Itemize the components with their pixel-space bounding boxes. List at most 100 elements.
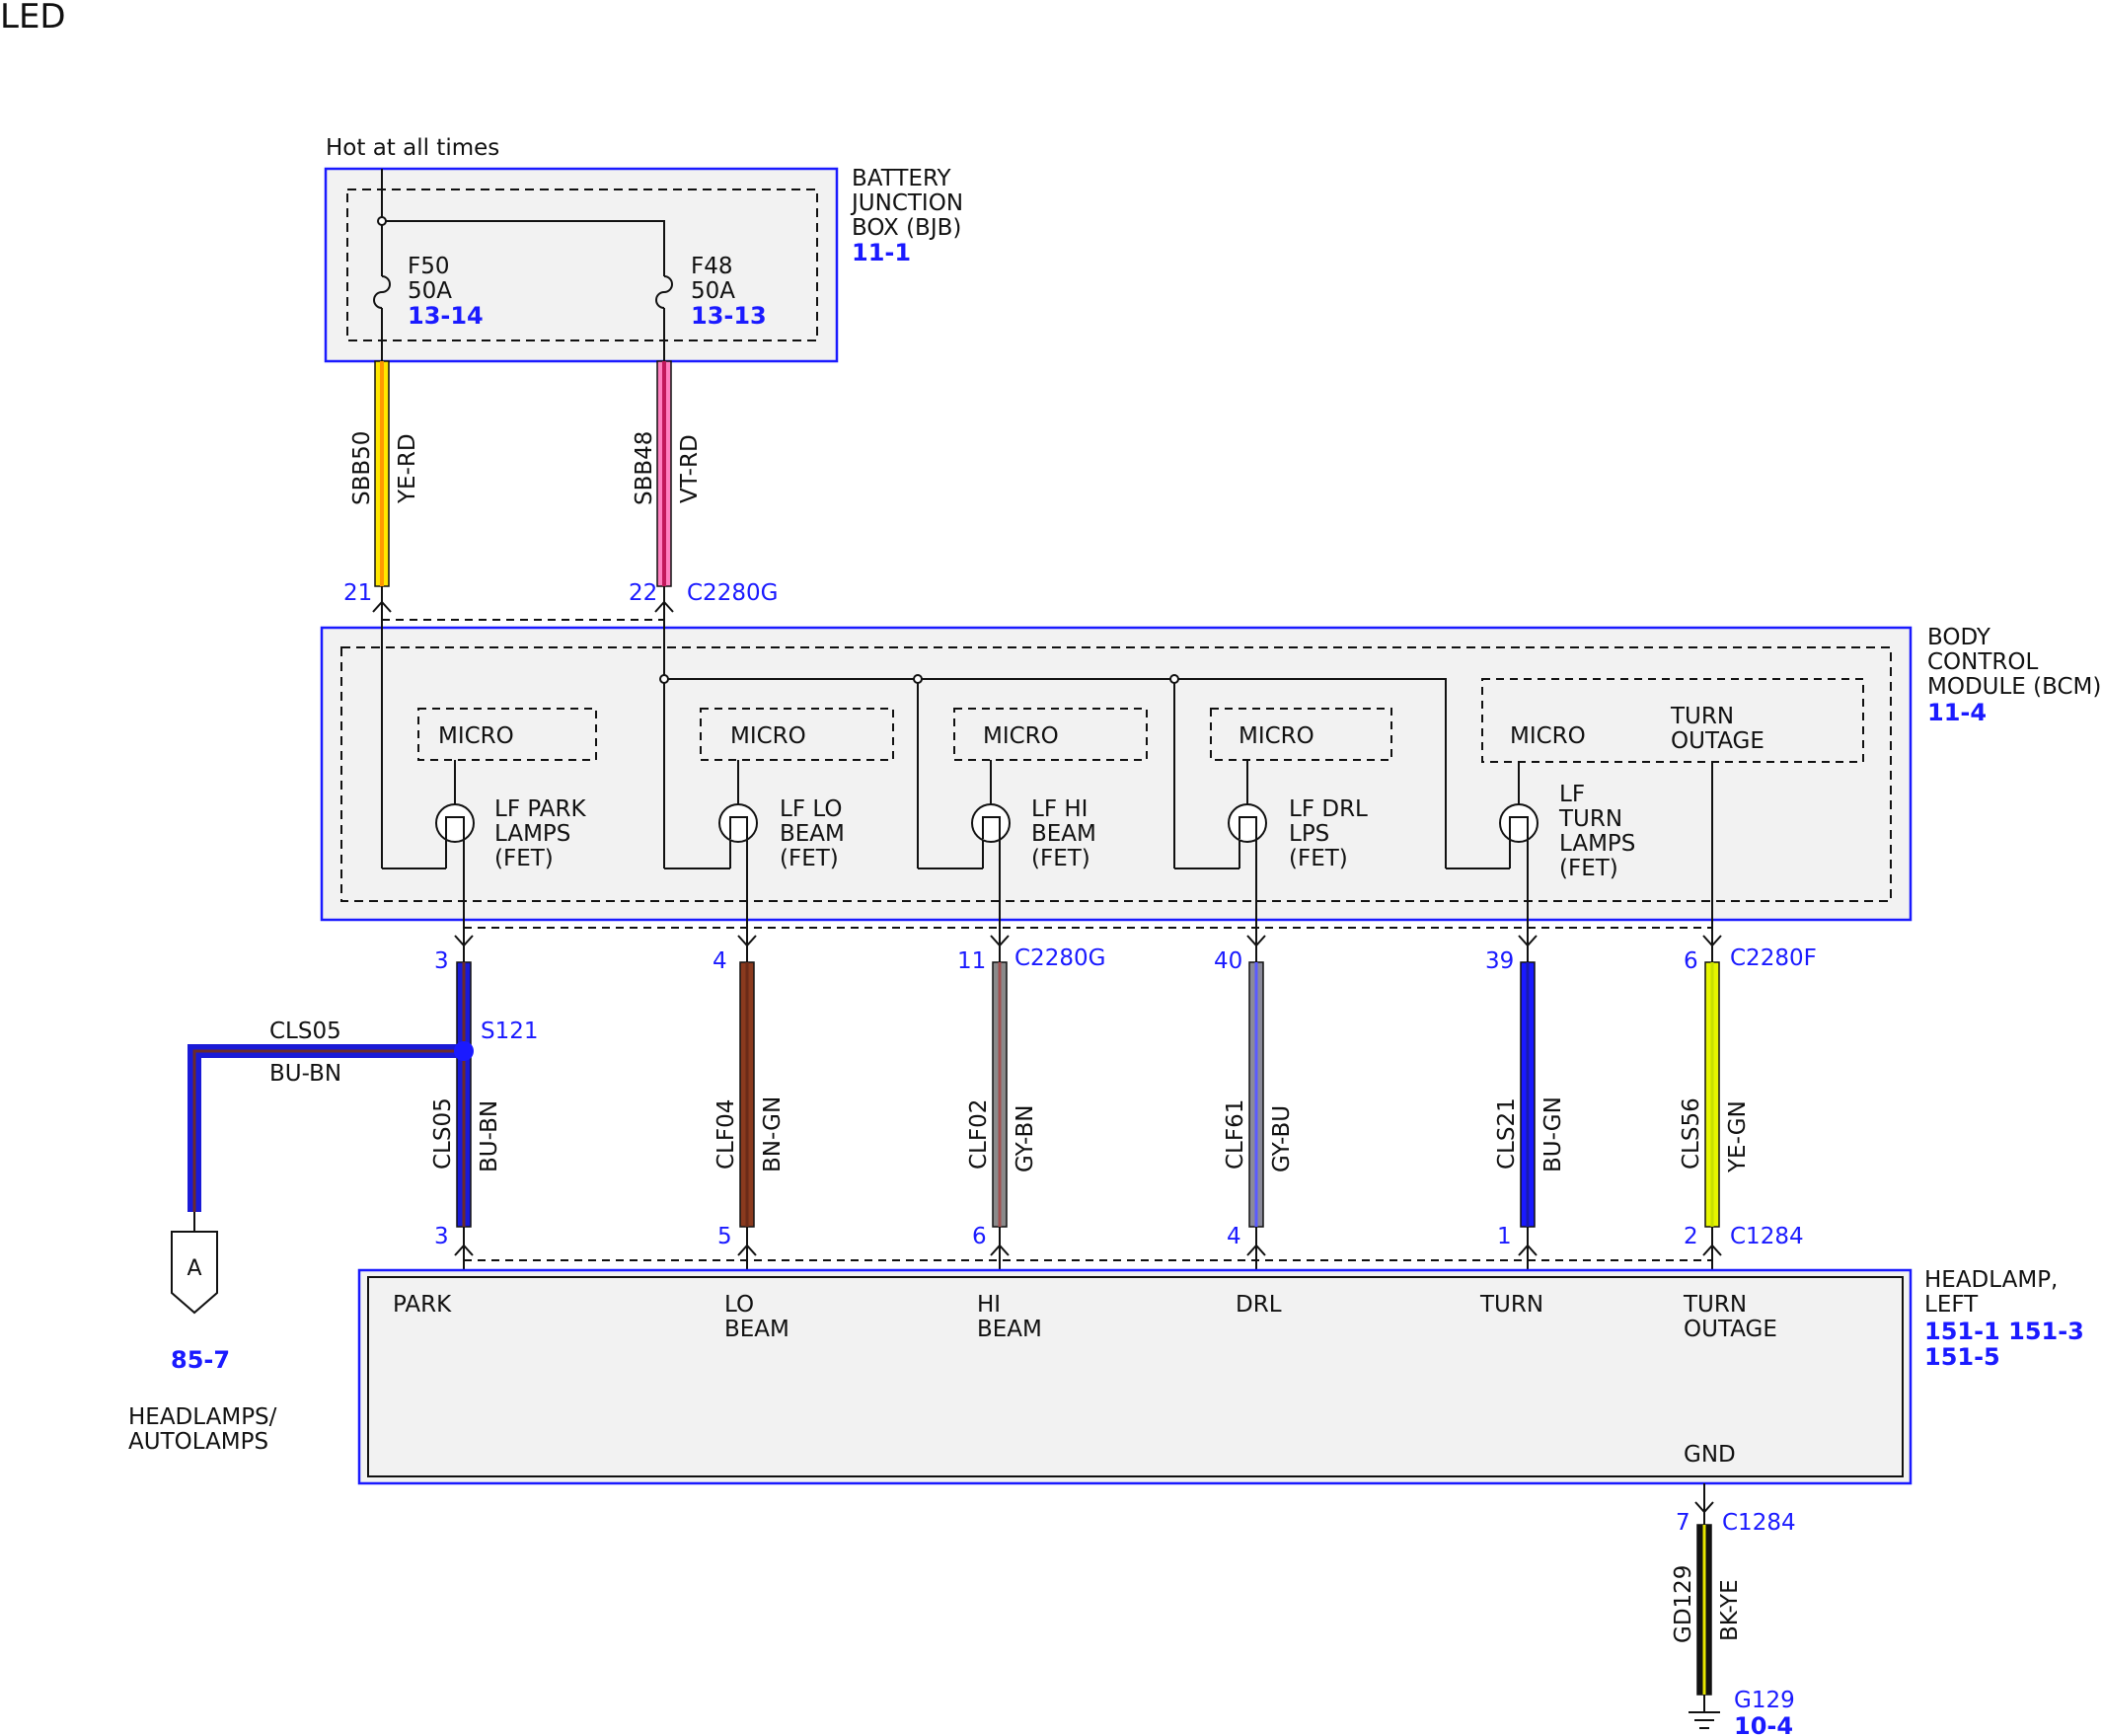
page-connector-a-icon[interactable]: A bbox=[171, 1231, 218, 1315]
headlamp-ref-link-1[interactable]: 151-1 151-3 bbox=[1924, 1318, 2084, 1345]
headlamp-gnd-label: GND bbox=[1684, 1442, 1736, 1468]
sbb50-circuit: SBB50 bbox=[349, 431, 375, 505]
fet-turn-icon bbox=[1446, 762, 1539, 928]
fuse-f50-rating: 50A bbox=[408, 278, 452, 304]
cls05-color-code: BU-BN bbox=[477, 1100, 502, 1172]
splice-s121-dot bbox=[454, 1041, 474, 1061]
micro-label-turn: MICRO bbox=[1510, 723, 1586, 749]
splice-s121-id: S121 bbox=[481, 1019, 539, 1044]
headlamp-input-connector bbox=[454, 1227, 1722, 1273]
micro-label-drl: MICRO bbox=[1239, 723, 1314, 749]
bcm-output-connector bbox=[454, 927, 1722, 962]
micro-box-drl bbox=[1210, 708, 1392, 761]
fuse-f50-ref-link[interactable]: 13-14 bbox=[408, 302, 484, 330]
fuse-f48-rating: 50A bbox=[691, 278, 735, 304]
supply-wire-sbb50 bbox=[372, 360, 392, 620]
micro-box-hi bbox=[953, 708, 1148, 761]
cls05-circuit: CLS05 bbox=[430, 1097, 456, 1170]
headlamp-inner-outline bbox=[367, 1276, 1904, 1477]
fuse-f48-icon bbox=[655, 266, 673, 361]
headlamp-ref-link-2[interactable]: 151-5 bbox=[1924, 1343, 2000, 1371]
wire-cls05 bbox=[456, 961, 472, 1228]
micro-label-park: MICRO bbox=[438, 723, 514, 749]
bcm-junction-dot bbox=[1169, 674, 1179, 684]
fet-hi-beam-icon bbox=[918, 760, 1011, 928]
fet-drl-line-3: (FET) bbox=[1289, 846, 1348, 871]
splice-branch-circuit: CLS05 bbox=[269, 1019, 341, 1044]
supply-wire-sbb48 bbox=[654, 360, 674, 620]
fet-turn-line-4: (FET) bbox=[1559, 856, 1618, 881]
wire-clf61 bbox=[1248, 961, 1264, 1228]
headlamp-input-outage-1: TURN bbox=[1683, 1292, 1747, 1318]
page-title: LED bbox=[0, 0, 66, 37]
clf04-circuit: CLF04 bbox=[713, 1099, 739, 1170]
fet-hi-beam-line-2: BEAM bbox=[1031, 821, 1096, 847]
fet-park-line-2: LAMPS bbox=[494, 821, 570, 847]
bjb-name-line-2: JUNCTION bbox=[850, 190, 963, 216]
bjb-ref-link[interactable]: 11-1 bbox=[852, 239, 911, 266]
bcm-pin-hi: 11 bbox=[957, 948, 986, 974]
fet-lo-beam-icon bbox=[664, 760, 758, 928]
ground-connector bbox=[1694, 1483, 1714, 1525]
bjb-junction-dot bbox=[377, 216, 387, 226]
sbb48-pin: 22 bbox=[629, 580, 657, 606]
bjb-name-line-1: BATTERY bbox=[852, 166, 951, 191]
sbb50-color-code: YE-RD bbox=[395, 433, 420, 504]
wire-gd129 bbox=[1696, 1524, 1712, 1712]
connector-c2280g-bottom: C2280G bbox=[1014, 945, 1105, 971]
clf02-circuit: CLF02 bbox=[966, 1099, 992, 1170]
bcm-inner-boundary bbox=[340, 646, 1892, 902]
bcm-pin-outage: 6 bbox=[1684, 948, 1698, 974]
fet-park-line-3: (FET) bbox=[494, 846, 554, 871]
micro-label-lo: MICRO bbox=[730, 723, 806, 749]
bcm-pin-turn: 39 bbox=[1485, 948, 1514, 974]
micro-box-park bbox=[417, 708, 597, 761]
fet-turn-line-2: TURN bbox=[1558, 806, 1622, 832]
page-connector-dest-line-2: AUTOLAMPS bbox=[128, 1429, 268, 1455]
headlamp-input-drl: DRL bbox=[1236, 1292, 1282, 1318]
fet-hi-beam-line-1: LF HI bbox=[1031, 796, 1088, 822]
headlamp-input-hi-1: HI bbox=[977, 1292, 1001, 1318]
ground-pin: 7 bbox=[1676, 1510, 1690, 1536]
ground-symbol-icon bbox=[1689, 1711, 1720, 1729]
page-connector-ref-link[interactable]: 85-7 bbox=[171, 1346, 230, 1374]
bcm-pin-park: 3 bbox=[434, 948, 449, 974]
sbb48-circuit: SBB48 bbox=[632, 431, 657, 505]
wire-clf02 bbox=[992, 961, 1008, 1228]
bcm-name-line-2: CONTROL bbox=[1927, 649, 2039, 675]
wire-cls21 bbox=[1520, 961, 1536, 1228]
bcm-outline bbox=[320, 626, 1913, 922]
connector-c2280g-top: C2280G bbox=[687, 580, 778, 606]
connector-c2280f: C2280F bbox=[1730, 945, 1817, 971]
lamp-pin-hi: 6 bbox=[972, 1224, 987, 1249]
headlamp-input-lo-1: LO bbox=[724, 1292, 754, 1318]
bcm-junction-dot bbox=[659, 674, 669, 684]
bcm-ref-link[interactable]: 11-4 bbox=[1927, 699, 1987, 726]
clf61-color-code: GY-BU bbox=[1269, 1105, 1295, 1172]
wire-cls56 bbox=[1704, 961, 1720, 1228]
headlamp-input-park: PARK bbox=[393, 1292, 452, 1318]
headlamp-input-outage-2: OUTAGE bbox=[1684, 1317, 1777, 1342]
fuse-f50-id: F50 bbox=[408, 254, 450, 279]
lamp-pin-turn: 1 bbox=[1497, 1224, 1512, 1249]
cls56-color-code: YE-GN bbox=[1725, 1100, 1751, 1173]
fuse-f48-ref-link[interactable]: 13-13 bbox=[691, 302, 767, 330]
bcm-name-line-3: MODULE (BCM) bbox=[1927, 674, 2101, 700]
connector-c1284-top: C1284 bbox=[1730, 1224, 1804, 1249]
fet-park-icon bbox=[382, 760, 475, 928]
splice-branch-color: BU-BN bbox=[269, 1061, 341, 1087]
lamp-pin-drl: 4 bbox=[1227, 1224, 1241, 1249]
bjb-bus-wire bbox=[382, 220, 665, 266]
bcm-pin-drl: 40 bbox=[1214, 948, 1242, 974]
bjb-supply-label: Hot at all times bbox=[326, 135, 499, 161]
connector-c1284-ground: C1284 bbox=[1722, 1510, 1796, 1536]
bcm-name-line-1: BODY bbox=[1927, 625, 1991, 650]
cls21-circuit: CLS21 bbox=[1494, 1097, 1520, 1170]
headlamp-input-lo-2: BEAM bbox=[724, 1317, 789, 1342]
lamp-pin-outage: 2 bbox=[1684, 1224, 1698, 1249]
ground-id: G129 bbox=[1734, 1688, 1795, 1713]
fuse-f48-id: F48 bbox=[691, 254, 733, 279]
ground-ref-link[interactable]: 10-4 bbox=[1734, 1712, 1793, 1736]
bjb-outline bbox=[324, 167, 839, 363]
